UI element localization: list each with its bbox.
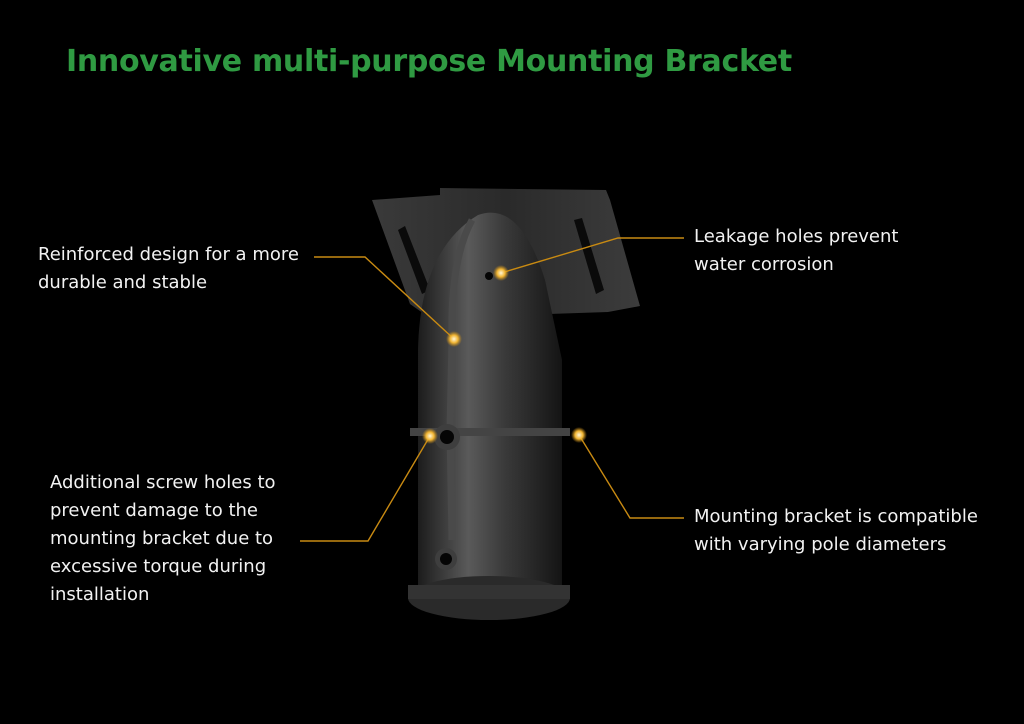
bracket-tube [418, 212, 562, 600]
callout-line: mounting bracket due to [50, 528, 274, 549]
leader-pole [578, 434, 684, 519]
callout-line: Leakage holes prevent [694, 226, 899, 247]
callout-line: with varying pole diameters [694, 534, 947, 555]
plate-slot-left [398, 226, 430, 294]
plate-slot-right [574, 218, 604, 294]
callout-line: installation [50, 584, 150, 605]
hotspot-dots [422, 265, 587, 444]
callout-line: Additional screw holes to [50, 472, 276, 493]
leader-leakage [500, 237, 684, 274]
callout-line: water corrosion [694, 254, 834, 275]
hotspot-screw [422, 428, 438, 444]
callout-leakage: Leakage holes prevent water corrosion [694, 223, 954, 279]
callout-line: excessive torque during [50, 556, 267, 577]
callout-screw-holes: Additional screw holes to prevent damage… [50, 469, 300, 609]
leader-screw [300, 435, 431, 542]
page-title: Innovative multi-purpose Mounting Bracke… [66, 44, 792, 79]
callout-line: Mounting bracket is compatible [694, 506, 978, 527]
leader-lines [300, 237, 684, 542]
hotspot-pole [571, 427, 587, 443]
hotspot-leakage [493, 265, 509, 281]
callout-line: prevent damage to the [50, 500, 258, 521]
callout-line: Reinforced design for a more [38, 244, 299, 265]
callout-pole: Mounting bracket is compatible with vary… [694, 503, 1014, 559]
callout-line: durable and stable [38, 272, 208, 293]
callout-reinforced: Reinforced design for a more durable and… [38, 241, 328, 297]
hotspot-reinforced [446, 331, 462, 347]
leader-reinforced [314, 256, 455, 340]
